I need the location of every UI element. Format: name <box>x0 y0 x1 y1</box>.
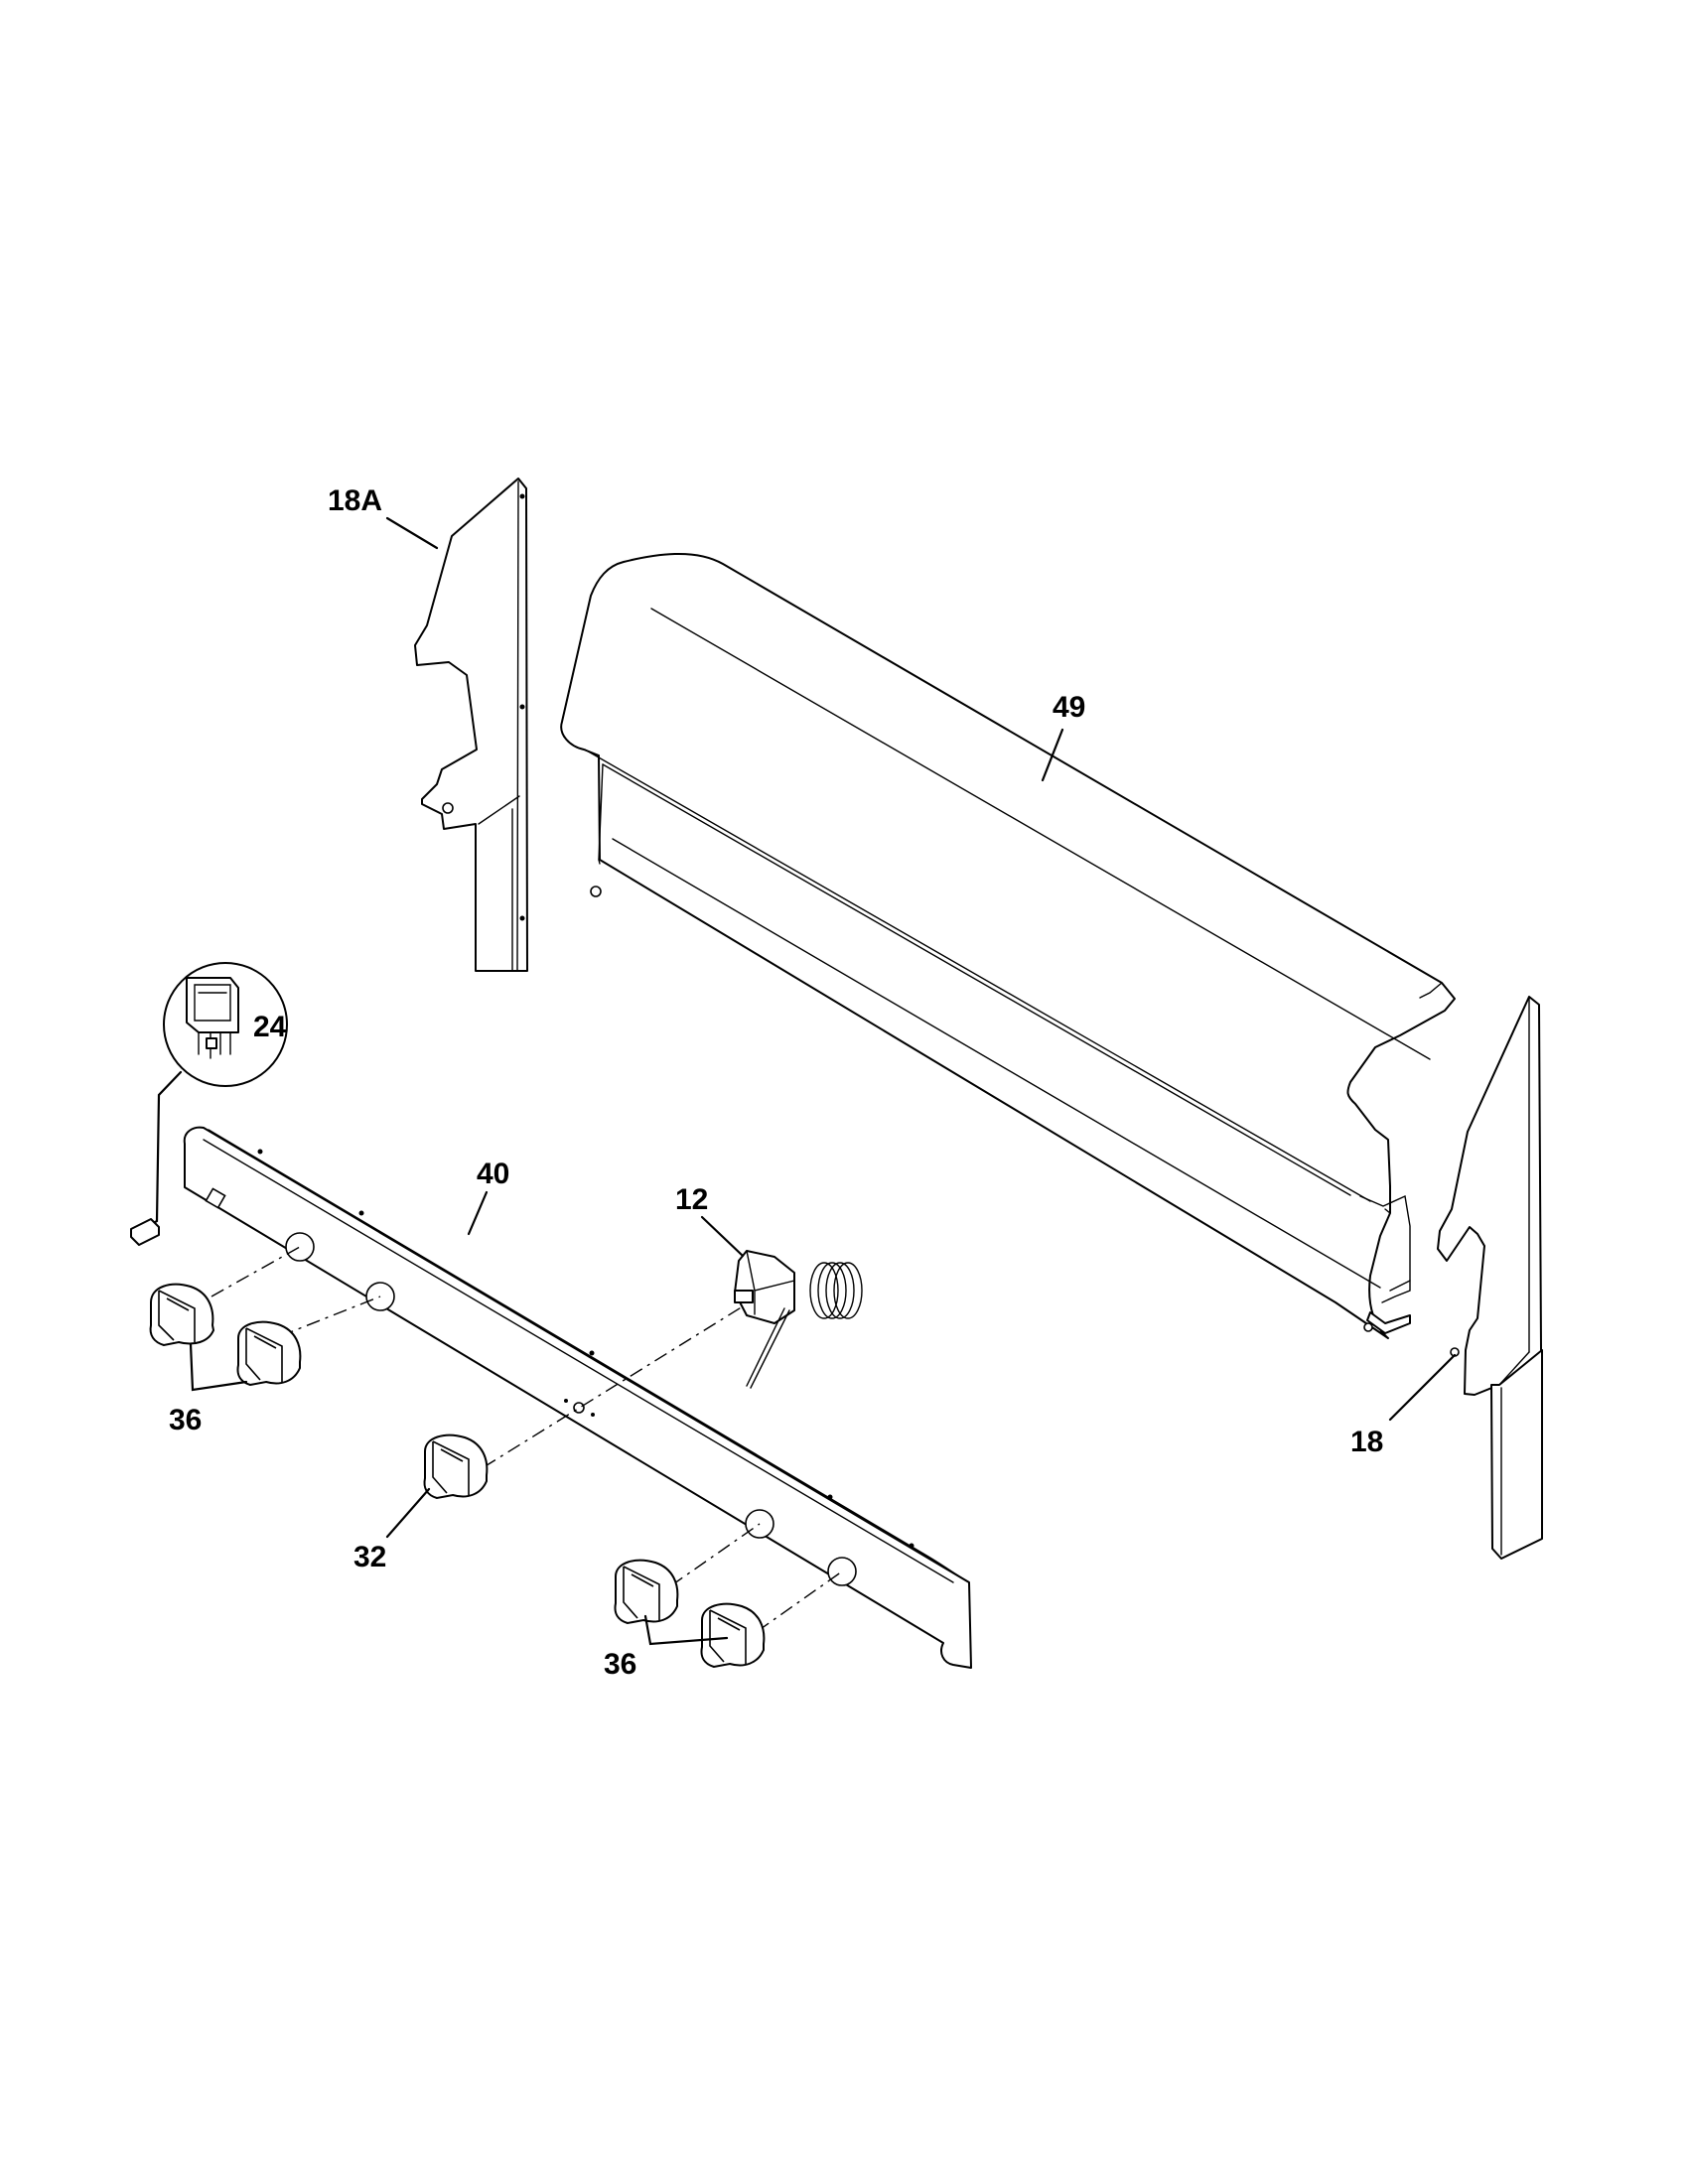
callout-18a: 18A <box>328 484 382 517</box>
callout-leaders <box>189 516 1457 1646</box>
callout-labels: 18A 49 24 40 12 36 32 36 18 <box>169 484 1383 1681</box>
callout-12: 12 <box>675 1183 708 1216</box>
callout-18: 18 <box>1350 1426 1383 1458</box>
knob-32-center <box>423 1433 489 1500</box>
thermostat-12 <box>734 1250 863 1389</box>
rocker-switch-24 <box>130 962 288 1246</box>
callout-24: 24 <box>253 1011 287 1043</box>
knob-36-lower-right <box>700 1602 766 1669</box>
knob-36-upper-right <box>236 1320 302 1387</box>
side-bracket-18a <box>414 478 528 972</box>
callout-32: 32 <box>353 1541 386 1573</box>
callout-36-left: 36 <box>169 1404 202 1436</box>
knob-36-upper-left <box>149 1283 215 1347</box>
control-panel-40 <box>183 1126 972 1669</box>
callout-40: 40 <box>477 1158 509 1190</box>
backguard-panel-49 <box>560 552 1456 1339</box>
knob-36-lower-left <box>614 1559 679 1625</box>
callout-36-bottom: 36 <box>604 1648 636 1681</box>
callout-49: 49 <box>1053 691 1085 724</box>
side-bracket-18 <box>1437 996 1543 1560</box>
